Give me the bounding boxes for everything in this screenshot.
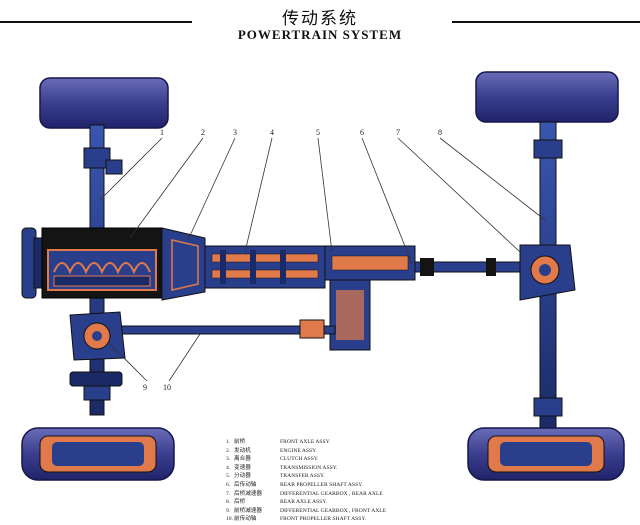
- legend-number: 10.: [226, 516, 233, 523]
- front-differential: [69, 311, 126, 361]
- leader-8: [439, 137, 546, 221]
- rear-propeller-shaft: [414, 258, 526, 276]
- rear-left-wheel: [475, 71, 619, 123]
- engine-block: [41, 227, 163, 299]
- leader-5: [317, 137, 333, 253]
- legend-number: 5.: [226, 473, 231, 480]
- leader-2: [129, 137, 204, 239]
- legend-english: FRONT PROPELLER SHAFT ASSY.: [280, 516, 367, 523]
- callout-1: 1: [160, 128, 164, 137]
- leader-1: [99, 137, 163, 201]
- header-rule-right: [452, 21, 640, 23]
- legend-english: ENGINE ASSY.: [280, 447, 317, 454]
- callout-5: 5: [316, 128, 320, 137]
- clutch-housing: [161, 227, 206, 301]
- front-right-wheel: [21, 427, 175, 481]
- legend-number: 6.: [226, 481, 231, 488]
- rear-differential: [519, 244, 576, 301]
- legend-chinese: 前桥: [234, 439, 246, 445]
- legend-row: 1.前桥 FRONT AXLE ASSY.: [226, 438, 386, 447]
- legend-chinese: 分动器: [234, 473, 251, 480]
- callout-9: 9: [143, 383, 147, 392]
- callout-4: 4: [270, 128, 274, 137]
- legend-english: TRANSFER ASSY.: [280, 473, 325, 480]
- leader-4: [244, 137, 273, 253]
- legend-english: REAR PROPELLER SHAFT ASSY.: [280, 481, 363, 488]
- header-rule-left: [0, 21, 192, 23]
- legend-row: 9.前桥减速器 DIFFERENTIAL GEARBOX , FRONT AXLE: [226, 507, 386, 516]
- leader-10: [168, 333, 201, 382]
- leader-3: [187, 137, 236, 241]
- legend-number: 2.: [226, 447, 231, 454]
- callout-10: 10: [163, 383, 171, 392]
- leader-lines: [99, 137, 546, 382]
- legend-number: 3.: [226, 456, 231, 463]
- callout-8: 8: [438, 128, 442, 137]
- callout-3: 3: [233, 128, 237, 137]
- rear-right-wheel: [467, 427, 625, 481]
- legend-number: 4.: [226, 464, 231, 471]
- legend-row: 10.前传动轴 FRONT PROPELLER SHAFT ASSY.: [226, 515, 386, 524]
- front-propeller-shaft: [114, 319, 336, 339]
- front-left-wheel: [39, 77, 169, 129]
- leader-7: [397, 137, 521, 253]
- legend-english: DIFFERENTIAL GEARBOX , FRONT AXLE: [280, 507, 387, 514]
- legend-row: 6.后传动轴 REAR PROPELLER SHAFT ASSY.: [226, 481, 386, 490]
- legend-chinese: 离合器: [234, 456, 251, 463]
- legend-row: 8.后桥 REAR AXLE ASSY.: [226, 498, 386, 507]
- legend-english: REAR AXLE ASSY.: [280, 499, 327, 506]
- transmission-case: [204, 245, 326, 289]
- leader-6: [361, 137, 413, 265]
- legend-chinese: 前桥减速器: [234, 507, 262, 514]
- legend-row: 7.后桥减速器 DIFFERENTIAL GEARBOX , REAR AXLE: [226, 490, 386, 499]
- legend-row: 5.分动器 TRANSFER ASSY.: [226, 472, 386, 481]
- legend-row: 4.变速器 TRANSMISSION ASSY.: [226, 464, 386, 473]
- legend-row: 2.发动机 ENGINE ASSY.: [226, 447, 386, 456]
- legend-english: FRONT AXLE ASSY.: [280, 439, 331, 445]
- legend-number: 7.: [226, 490, 231, 497]
- legend-chinese: 后桥减速器: [234, 490, 262, 497]
- legend-chinese: 发动机: [234, 447, 251, 454]
- callout-numbers: 1 2 3 4 5 6 7 8 9 10: [143, 128, 442, 392]
- legend-english: CLUTCH ASSY.: [280, 456, 319, 463]
- legend-chinese: 前传动轴: [234, 516, 257, 523]
- callout-7: 7: [396, 128, 400, 137]
- legend-row: 3.离合器 CLUTCH ASSY.: [226, 455, 386, 464]
- legend-chinese: 变速器: [234, 464, 251, 471]
- callout-2: 2: [201, 128, 205, 137]
- page-title-english: POWERTRAIN SYSTEM: [237, 27, 403, 42]
- legend-number: 1.: [226, 439, 231, 445]
- leader-9: [109, 343, 148, 382]
- legend-english: TRANSMISSION ASSY.: [280, 464, 338, 471]
- parts-legend: 1.前桥 FRONT AXLE ASSY. 2.发动机 ENGINE ASSY. 3…: [226, 438, 386, 524]
- legend-number: 8.: [226, 499, 231, 506]
- page-title-chinese: 传动系统: [282, 9, 358, 29]
- legend-english: DIFFERENTIAL GEARBOX , REAR AXLE: [280, 490, 383, 497]
- transfer-case: [324, 245, 416, 351]
- callout-6: 6: [360, 128, 364, 137]
- legend-chinese: 后桥: [234, 499, 246, 506]
- legend-number: 9.: [226, 507, 231, 514]
- legend-chinese: 后传动轴: [234, 481, 257, 488]
- radiator-fan: [21, 227, 43, 299]
